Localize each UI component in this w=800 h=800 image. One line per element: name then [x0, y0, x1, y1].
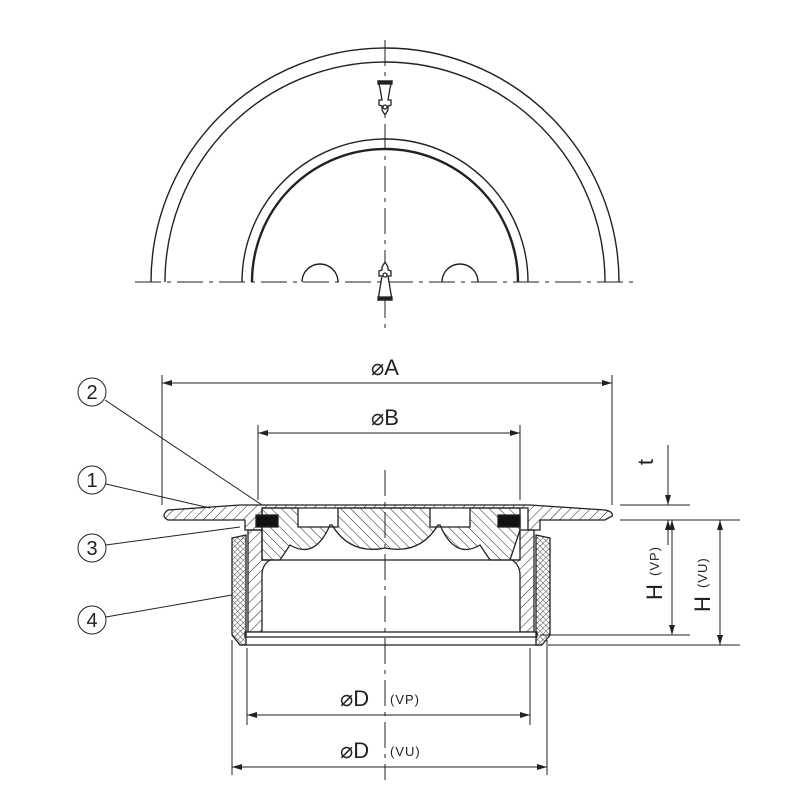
- top-view: [135, 40, 635, 330]
- part-2-seal: [255, 514, 279, 528]
- dim-height-vu-letter: H: [690, 596, 715, 612]
- dim-thickness: t: [633, 459, 658, 465]
- callout-4: 4: [86, 610, 97, 632]
- dim-diameter-d-vp-suffix: (VP): [390, 692, 420, 707]
- dimension-lines: [161, 375, 740, 775]
- part-2-seal: [497, 514, 521, 528]
- part-4-sleeve: [231, 534, 247, 646]
- callout-1: 1: [86, 470, 97, 492]
- drain-hole-right: [441, 263, 479, 283]
- bayonet-clip-icon: [377, 260, 393, 301]
- dim-diameter-d-vu-suffix: (VU): [390, 744, 421, 759]
- dim-diameter-b: ⌀B: [371, 405, 399, 430]
- dimension-labels: ⌀A ⌀B t H (VP) H (VU) ⌀D (VP) ⌀D (VU): [340, 355, 715, 763]
- callout-2: 2: [86, 382, 97, 404]
- dim-diameter-d-vp-letter: ⌀D: [340, 686, 369, 711]
- dim-height-vp-letter: H: [642, 584, 667, 600]
- bayonet-clip-icon: [377, 80, 393, 117]
- part-4-sleeve: [535, 534, 551, 646]
- dim-height-vu-suffix: (VU): [695, 557, 710, 588]
- dim-height-vp-suffix: (VP): [647, 546, 662, 576]
- section-view: [163, 470, 613, 780]
- drain-hole-left: [301, 263, 339, 283]
- callouts: [77, 377, 263, 635]
- cup-bottom-ring: [244, 631, 538, 638]
- grate-body: [261, 507, 521, 561]
- dim-diameter-a: ⌀A: [371, 355, 399, 380]
- dim-diameter-d-vu-letter: ⌀D: [340, 738, 369, 763]
- callout-3: 3: [86, 538, 97, 560]
